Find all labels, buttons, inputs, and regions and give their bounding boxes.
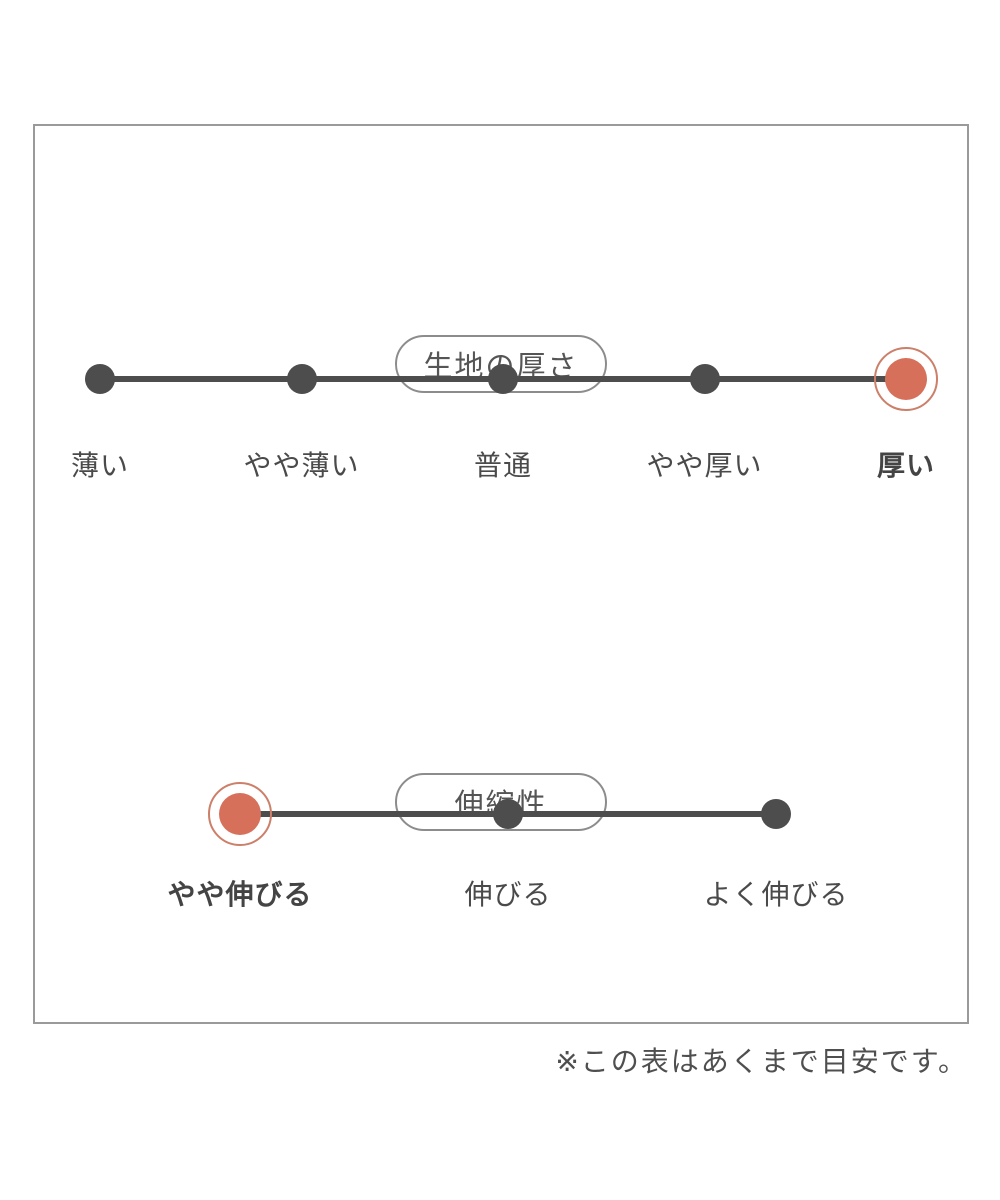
spec-panel: 生地の厚さ 伸縮性 xyxy=(33,124,969,1024)
stretchiness-title: 伸縮性 xyxy=(454,789,548,821)
fabric-thickness-title-pill: 生地の厚さ xyxy=(395,335,607,393)
disclaimer-note: ※この表はあくまで目安です。 xyxy=(555,1046,968,1077)
fabric-thickness-title: 生地の厚さ xyxy=(423,351,579,383)
stretchiness-title-pill: 伸縮性 xyxy=(395,773,607,831)
